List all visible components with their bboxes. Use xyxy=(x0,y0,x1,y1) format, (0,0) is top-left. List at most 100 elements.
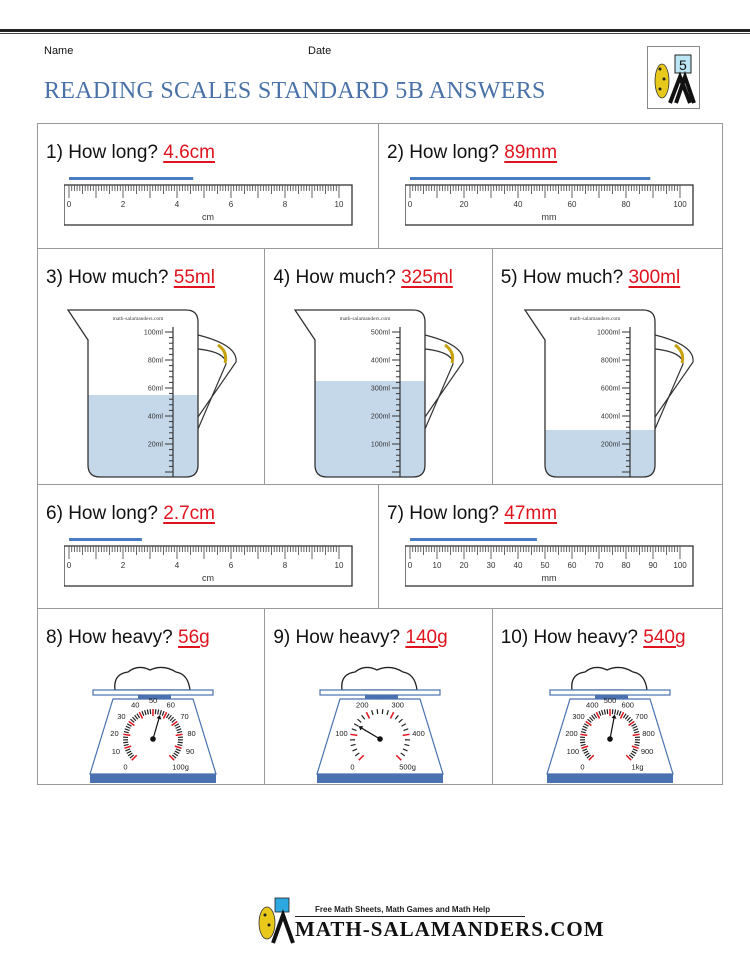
question-text: 3) How much? 55ml xyxy=(46,267,215,288)
answer: 540g xyxy=(643,627,686,648)
svg-text:70: 70 xyxy=(595,561,604,570)
svg-text:80: 80 xyxy=(187,729,195,738)
svg-text:20: 20 xyxy=(460,561,469,570)
salamander-logo-icon: 5 xyxy=(654,54,696,104)
svg-text:cm: cm xyxy=(202,573,214,583)
svg-text:30: 30 xyxy=(487,561,496,570)
svg-text:100ml: 100ml xyxy=(144,330,164,337)
svg-text:8: 8 xyxy=(283,561,288,570)
question-text: 9) How heavy? 140g xyxy=(273,627,448,648)
name-label: Name xyxy=(44,45,74,57)
svg-text:5: 5 xyxy=(679,57,687,73)
svg-text:0: 0 xyxy=(67,561,72,570)
svg-text:60: 60 xyxy=(568,561,577,570)
svg-text:mm: mm xyxy=(542,212,557,222)
svg-text:100: 100 xyxy=(566,747,579,756)
page-title: READING SCALES STANDARD 5B ANSWERS xyxy=(44,78,546,104)
footer-brand: MATH-SALAMANDERS.COM xyxy=(295,917,605,941)
question-3: 3) How much? 55ml math-salamanders.com 10… xyxy=(38,249,266,484)
answer: 55ml xyxy=(173,267,215,288)
svg-text:40: 40 xyxy=(514,200,523,209)
svg-text:80: 80 xyxy=(622,561,631,570)
svg-text:200ml: 200ml xyxy=(601,442,621,449)
svg-text:50: 50 xyxy=(541,561,550,570)
svg-text:math-salamanders.com: math-salamanders.com xyxy=(340,316,392,322)
question-text: 7) How long? 47mm xyxy=(387,503,558,524)
svg-text:0: 0 xyxy=(67,200,72,209)
svg-text:60: 60 xyxy=(568,200,577,209)
answer: 140g xyxy=(405,627,448,648)
svg-text:100ml: 100ml xyxy=(371,442,391,449)
svg-text:500g: 500g xyxy=(400,763,417,772)
svg-text:700: 700 xyxy=(635,712,648,721)
svg-text:60: 60 xyxy=(167,700,175,709)
date-label: Date xyxy=(308,45,332,57)
svg-text:10: 10 xyxy=(335,561,344,570)
svg-text:100: 100 xyxy=(673,200,687,209)
svg-text:70: 70 xyxy=(180,712,188,721)
svg-text:20: 20 xyxy=(110,729,118,738)
svg-text:2: 2 xyxy=(121,200,126,209)
svg-text:10: 10 xyxy=(433,561,442,570)
question-text: 4) How much? 325ml xyxy=(273,267,453,288)
answer: 325ml xyxy=(401,267,453,288)
question-text: 10) How heavy? 540g xyxy=(500,627,686,648)
svg-text:100g: 100g xyxy=(172,763,189,772)
svg-text:300: 300 xyxy=(572,712,585,721)
svg-text:40ml: 40ml xyxy=(148,414,164,421)
question-text: 5) How much? 300ml xyxy=(500,267,681,288)
svg-text:60ml: 60ml xyxy=(148,386,164,393)
svg-text:0: 0 xyxy=(408,561,413,570)
question-text: 2) How long? 89mm xyxy=(387,142,558,163)
svg-text:4: 4 xyxy=(175,561,180,570)
svg-text:800ml: 800ml xyxy=(601,358,621,365)
svg-text:100: 100 xyxy=(336,729,349,738)
svg-text:20ml: 20ml xyxy=(148,442,164,449)
svg-text:80: 80 xyxy=(622,200,631,209)
answer: 89mm xyxy=(504,142,558,163)
svg-text:mm: mm xyxy=(542,573,557,583)
footer-divider xyxy=(295,916,525,917)
svg-text:math-salamanders.com: math-salamanders.com xyxy=(113,316,165,322)
svg-text:8: 8 xyxy=(283,200,288,209)
svg-text:cm: cm xyxy=(202,212,214,222)
answer: 47mm xyxy=(504,503,558,524)
svg-text:40: 40 xyxy=(131,700,139,709)
svg-text:0: 0 xyxy=(123,763,127,772)
answer: 56g xyxy=(178,627,210,648)
top-rule xyxy=(0,29,750,34)
row-2: 3) How much? 55ml math-salamanders.com 10… xyxy=(38,249,722,485)
svg-text:600: 600 xyxy=(621,700,634,709)
svg-text:200ml: 200ml xyxy=(371,414,391,421)
footer-tagline: Free Math Sheets, Math Games and Math He… xyxy=(315,905,491,914)
svg-text:2: 2 xyxy=(121,561,126,570)
svg-text:4: 4 xyxy=(175,200,180,209)
svg-text:500ml: 500ml xyxy=(371,330,391,337)
svg-text:100: 100 xyxy=(673,561,687,570)
svg-text:400: 400 xyxy=(413,729,426,738)
svg-text:800: 800 xyxy=(642,729,655,738)
svg-text:90: 90 xyxy=(186,747,194,756)
question-4: 4) How much? 325ml math-salamanders.com 5… xyxy=(265,249,493,484)
question-text: 6) How long? 2.7cm xyxy=(46,503,215,524)
svg-text:1kg: 1kg xyxy=(631,763,643,772)
svg-text:400ml: 400ml xyxy=(601,414,621,421)
answer: 4.6cm xyxy=(163,142,215,163)
footer-salamander-icon xyxy=(258,897,295,944)
svg-text:200: 200 xyxy=(356,700,369,709)
svg-text:600ml: 600ml xyxy=(601,386,621,393)
